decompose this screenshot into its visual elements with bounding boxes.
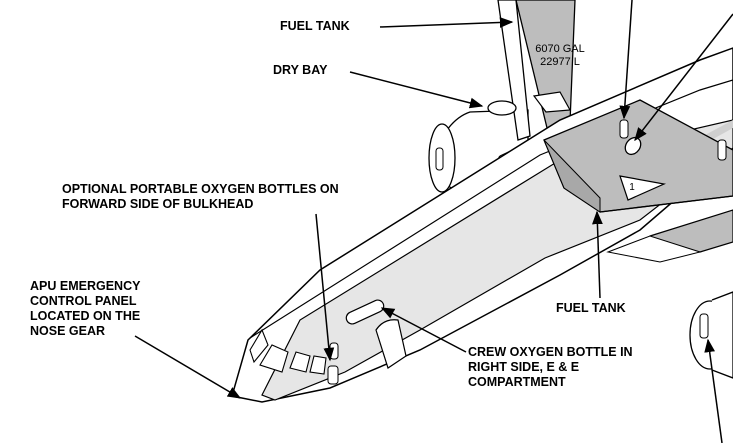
portable-oxygen-line-2: FORWARD SIDE OF BULKHEAD	[62, 197, 254, 211]
portable-oxygen-line-1: OPTIONAL PORTABLE OXYGEN BOTTLES ON	[62, 182, 339, 196]
leader-lines	[134, 0, 733, 443]
marker-number-label: 1	[629, 182, 635, 193]
apu-panel-line-2: CONTROL PANEL	[30, 294, 137, 308]
crew-oxygen-line-3: COMPARTMENT	[468, 375, 566, 389]
apu-panel-line-3: LOCATED ON THE	[30, 309, 141, 323]
crew-oxygen-bottle	[345, 299, 407, 369]
capacity-l: 22977 L	[540, 56, 580, 68]
crew-oxygen-label: CREW OXYGEN BOTTLE IN RIGHT SIDE, E & E …	[468, 345, 633, 390]
fuel-tank-center-label: FUEL TANK	[556, 301, 626, 315]
right-engine	[689, 291, 733, 379]
capacity-label: 6070 GAL 22977 L	[525, 43, 595, 69]
dry-bay-label: DRY BAY	[273, 63, 328, 77]
apu-panel-line-1: APU EMERGENCY	[30, 279, 141, 293]
dry-bay	[487, 91, 571, 116]
apu-panel-line-4: NOSE GEAR	[30, 324, 106, 338]
fuel-tank-top-label: FUEL TANK	[280, 19, 350, 33]
crew-oxygen-line-1: CREW OXYGEN BOTTLE IN	[468, 345, 633, 359]
capacity-gal: 6070 GAL	[535, 43, 585, 55]
crew-oxygen-line-2: RIGHT SIDE, E & E	[468, 360, 580, 374]
center-fuel-tank	[543, 99, 733, 263]
apu-panel-label: APU EMERGENCY CONTROL PANEL LOCATED ON T…	[30, 279, 140, 339]
portable-oxygen-label: OPTIONAL PORTABLE OXYGEN BOTTLES ON FORW…	[62, 182, 339, 212]
